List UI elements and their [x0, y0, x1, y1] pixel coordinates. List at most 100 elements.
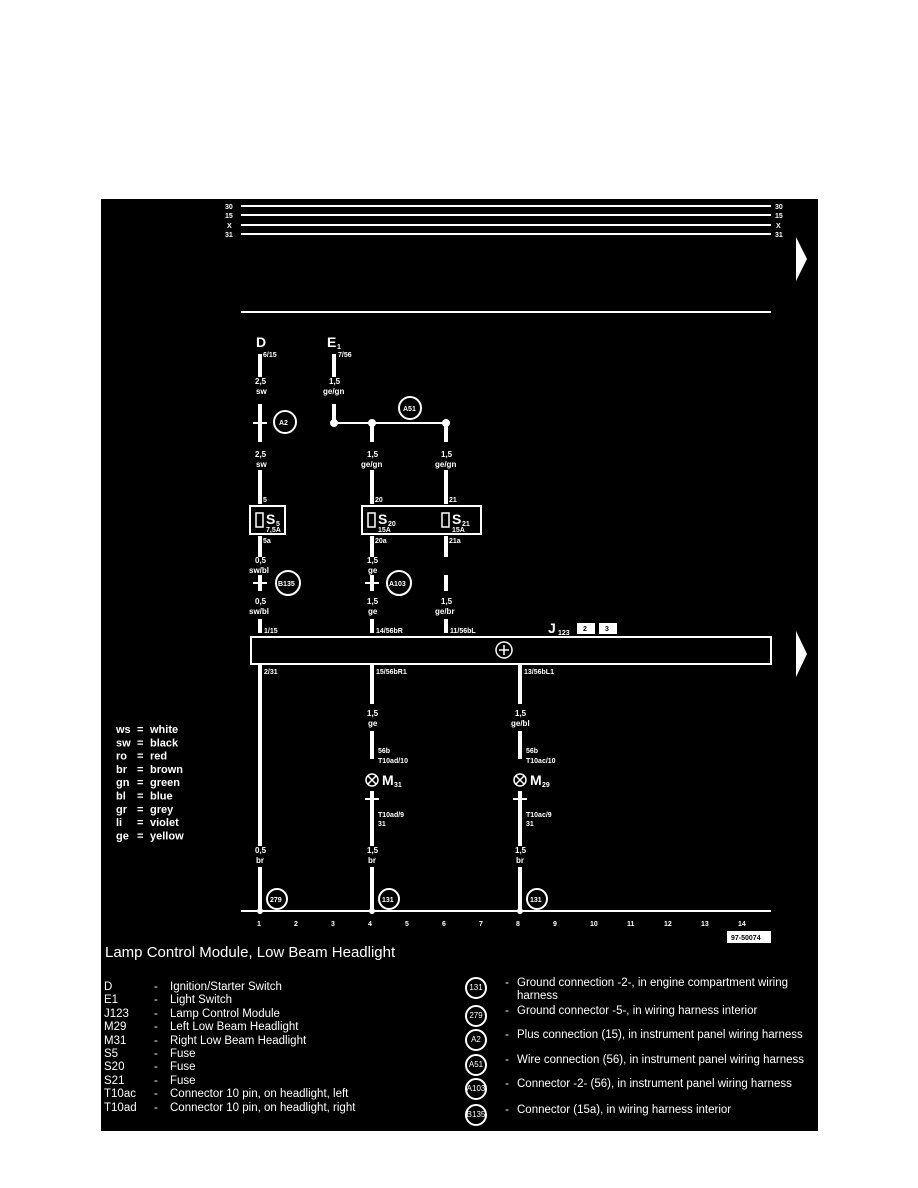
svg-text:3: 3 [605, 626, 609, 633]
switch-d: D 6/15 [256, 334, 277, 359]
equals-sign: = [137, 751, 143, 763]
bus-labels-left: 30 15 X 31 [225, 204, 233, 239]
legend-row: A51-Wire connection (56), in instrument … [465, 1054, 815, 1076]
grid-number: 8 [516, 921, 520, 928]
color-code: gr [116, 804, 128, 816]
grid-number: 14 [738, 921, 746, 928]
svg-text:15A: 15A [452, 527, 465, 534]
grid-number: 13 [701, 921, 709, 928]
svg-text:31: 31 [775, 232, 783, 239]
svg-text:2/31: 2/31 [264, 669, 278, 676]
svg-text:T10ac/10: T10ac/10 [526, 758, 556, 765]
svg-text:7/56: 7/56 [338, 352, 352, 359]
legend-row: T10ac-Connector 10 pin, on headlight, le… [104, 1088, 349, 1101]
color-code: ro [116, 751, 127, 763]
svg-text:br: br [516, 856, 524, 865]
grid-number: 7 [479, 921, 483, 928]
switch-e1: E 1 7/56 [327, 334, 352, 359]
svg-text:20: 20 [375, 497, 383, 504]
ground-badge: 279 [465, 1005, 487, 1027]
legend-row: J123-Lamp Control Module [104, 1007, 280, 1020]
connection-a51: A51 [398, 396, 422, 420]
color-name: blue [150, 791, 173, 803]
color-name: brown [150, 764, 183, 776]
svg-text:D: D [256, 334, 266, 350]
headlight-m29: M 29 56b T10ac/10 T10ac/9 31 [513, 748, 556, 828]
svg-text:7,5A: 7,5A [266, 527, 281, 534]
svg-text:sw/bl: sw/bl [249, 607, 269, 616]
connection-badge: A51 [465, 1054, 487, 1076]
ground-connections: 279 131 131 [241, 888, 771, 914]
svg-text:br: br [368, 856, 376, 865]
svg-text:ge/gn: ge/gn [361, 460, 382, 469]
svg-text:M: M [530, 772, 542, 788]
svg-text:11/56bL: 11/56bL [450, 628, 476, 635]
svg-text:1,5: 1,5 [367, 556, 379, 565]
svg-text:T10ad/10: T10ad/10 [378, 758, 408, 765]
svg-text:2,5: 2,5 [255, 377, 267, 386]
connection-a103: A103 [386, 570, 412, 596]
svg-text:1,5: 1,5 [515, 846, 527, 855]
svg-text:15: 15 [775, 213, 783, 220]
color-name: violet [150, 817, 179, 829]
svg-text:1,5: 1,5 [441, 597, 453, 606]
color-name: yellow [150, 830, 184, 842]
svg-text:ge/bl: ge/bl [511, 719, 530, 728]
grid-number: 9 [553, 921, 557, 928]
equals-sign: = [137, 804, 143, 816]
equals-sign: = [137, 817, 143, 829]
legend-row: D-Ignition/Starter Switch [104, 981, 282, 993]
color-name: red [150, 751, 167, 763]
legend-row: 279-Ground connector -5-, in wiring harn… [465, 1005, 815, 1027]
legend-row: E1-Light Switch [104, 994, 233, 1007]
legend-row: S21-Fuse [104, 1074, 196, 1087]
svg-text:5: 5 [276, 521, 280, 528]
svg-text:15/56bR1: 15/56bR1 [376, 669, 407, 676]
color-code: li [116, 817, 122, 829]
svg-text:2: 2 [583, 626, 587, 633]
wiring-diagram: 30 15 X 31 30 15 X 31 [115, 204, 807, 943]
legend-row: A2-Plus connection (15), in instrument p… [465, 1029, 815, 1051]
svg-text:21: 21 [462, 521, 470, 528]
svg-text:5: 5 [263, 497, 267, 504]
color-name: black [150, 737, 179, 749]
bus-labels-right: 30 15 X 31 [775, 204, 783, 239]
module-j123: J 123 2 3 1/15 14/56bR 11/56bL 2/31 15/5… [250, 620, 772, 676]
svg-text:31: 31 [526, 821, 534, 828]
svg-text:15A: 15A [378, 527, 391, 534]
svg-text:5a: 5a [263, 538, 271, 545]
color-name: grey [150, 804, 174, 816]
grid-number: 5 [405, 921, 409, 928]
svg-text:br: br [256, 856, 264, 865]
svg-text:97-50074: 97-50074 [731, 935, 761, 942]
grid-number: 3 [331, 921, 335, 928]
svg-text:1/15: 1/15 [264, 628, 278, 635]
svg-text:30: 30 [775, 204, 783, 211]
svg-text:sw: sw [256, 460, 267, 469]
connection-b135: B135 [275, 570, 301, 596]
svg-text:123: 123 [558, 630, 570, 637]
component-legend: D-Ignition/Starter Switch E1-Light Switc… [104, 981, 464, 1115]
svg-text:A51: A51 [403, 406, 416, 413]
ground-badge: 131 [465, 977, 487, 999]
legend-row: M29-Left Low Beam Headlight [104, 1021, 299, 1034]
svg-text:ge: ge [368, 566, 378, 575]
fuse-s5: S 5 7,5A 5 5a [249, 497, 286, 545]
wiring-diagram-panel: 30 15 X 31 30 15 X 31 [101, 199, 818, 1131]
legend-row: S5-Fuse [104, 1048, 196, 1061]
equals-sign: = [137, 764, 143, 776]
svg-text:20: 20 [388, 521, 396, 528]
svg-text:T10ac/9: T10ac/9 [526, 812, 552, 819]
svg-text:1,5: 1,5 [329, 377, 341, 386]
legend-row: B135-Connector (15a), in wiring harness … [465, 1104, 815, 1126]
svg-text:S: S [378, 511, 387, 527]
grid-number: 10 [590, 921, 598, 928]
connection-badge: A2 [465, 1029, 487, 1051]
equals-sign: = [137, 830, 143, 842]
color-code: ge [116, 830, 129, 842]
wire-labels: 2,5 sw 1,5 ge/gn 2,5 sw 1,5 ge/gn 1,5 ge… [249, 377, 530, 865]
svg-text:21: 21 [449, 497, 457, 504]
svg-text:0,5: 0,5 [255, 846, 267, 855]
legend-row: T10ad-Connector 10 pin, on headlight, ri… [104, 1101, 356, 1114]
